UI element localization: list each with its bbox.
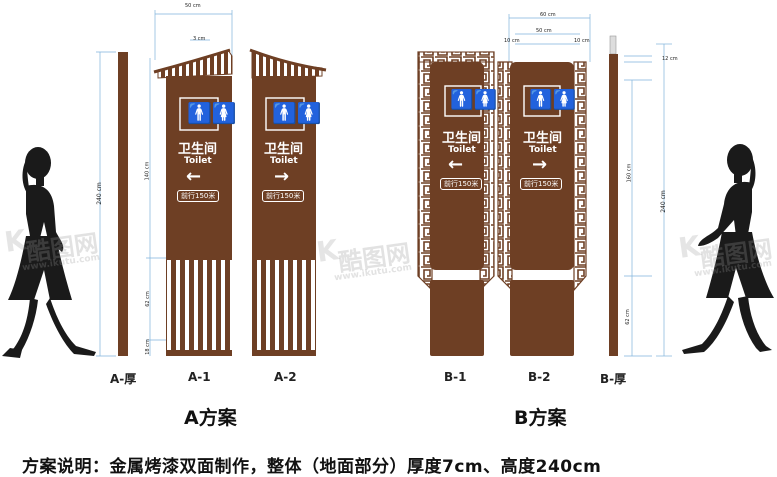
label-b1: B-1 bbox=[444, 370, 467, 384]
a2-title-cn: 卫生间 bbox=[264, 142, 304, 157]
dim-b-total-height: 240 cm bbox=[659, 190, 667, 213]
watermark-logos: K K K bbox=[2, 223, 703, 269]
b2-distance-badge: 前行150米 bbox=[520, 178, 563, 190]
label-a1: A-1 bbox=[188, 370, 211, 384]
dim-b-lower-height: 62 cm bbox=[624, 309, 631, 325]
sign-panel-a2 bbox=[249, 48, 327, 356]
dim-a-base-height: 18 cm bbox=[144, 339, 151, 355]
dim-a-upper-height: 140 cm bbox=[144, 161, 151, 181]
label-a-thick: A-厚 bbox=[110, 372, 137, 386]
sign-panel-b1 bbox=[417, 51, 495, 356]
dim-a-total-height: 240 cm bbox=[95, 182, 103, 205]
a-dimension-lines bbox=[96, 10, 233, 357]
dim-b-side-frame-left: 10 cm bbox=[504, 38, 520, 44]
label-a2: A-2 bbox=[274, 370, 297, 384]
scheme-b-title: B方案 bbox=[514, 407, 567, 429]
b2-toilet-icon: 🚹🚺 bbox=[529, 89, 577, 111]
sign-panel-b2 bbox=[497, 61, 587, 356]
a1-distance-badge: 前行150米 bbox=[177, 190, 220, 202]
dim-b-inner-width: 50 cm bbox=[536, 28, 552, 34]
a1-toilet-icon: 🚹🚺 bbox=[187, 101, 237, 125]
sign-panel-a1 bbox=[153, 48, 233, 356]
a-thickness-post bbox=[118, 52, 128, 356]
label-b-thick: B-厚 bbox=[600, 372, 627, 386]
dim-b-side-frame-right: 10 cm bbox=[574, 38, 590, 44]
dim-b-top-offset: 12 cm bbox=[662, 56, 678, 62]
a1-title-cn: 卫生间 bbox=[178, 142, 218, 157]
dim-b-upper-height: 160 cm bbox=[626, 163, 633, 183]
b-dimension-lines bbox=[508, 14, 672, 357]
a1-title-en: Toilet bbox=[184, 156, 212, 166]
a2-title-en: Toilet bbox=[270, 156, 298, 166]
a2-arrow-right: → bbox=[274, 166, 290, 187]
b2-title-en: Toilet bbox=[529, 145, 557, 155]
woman-silhouette-left bbox=[2, 147, 96, 358]
dim-a-total-width: 50 cm bbox=[185, 3, 201, 9]
b1-arrow-left: ← bbox=[448, 154, 464, 175]
b1-toilet-icon: 🚹🚺 bbox=[450, 89, 498, 111]
a1-arrow-left: ← bbox=[186, 166, 202, 187]
scheme-a-title: A方案 bbox=[184, 407, 237, 429]
label-b2: B-2 bbox=[528, 370, 551, 384]
b1-title-en: Toilet bbox=[448, 145, 476, 155]
b1-title-cn: 卫生间 bbox=[442, 131, 482, 146]
dim-a-lower-height: 62 cm bbox=[144, 291, 151, 307]
dim-a-thickness: 3 cm bbox=[193, 36, 206, 42]
b2-arrow-right: → bbox=[532, 154, 548, 175]
a2-toilet-icon: 🚹🚺 bbox=[272, 101, 322, 125]
a2-distance-badge: 前行150米 bbox=[262, 190, 305, 202]
b1-distance-badge: 前行150米 bbox=[440, 178, 483, 190]
dim-b-total-width: 60 cm bbox=[540, 12, 556, 18]
b-thickness-post bbox=[609, 35, 618, 356]
design-note: 方案说明：金属烤漆双面制作，整体（地面部分）厚度7cm、高度240cm bbox=[22, 457, 602, 477]
woman-silhouette-right bbox=[682, 144, 774, 354]
b2-title-cn: 卫生间 bbox=[523, 131, 563, 146]
